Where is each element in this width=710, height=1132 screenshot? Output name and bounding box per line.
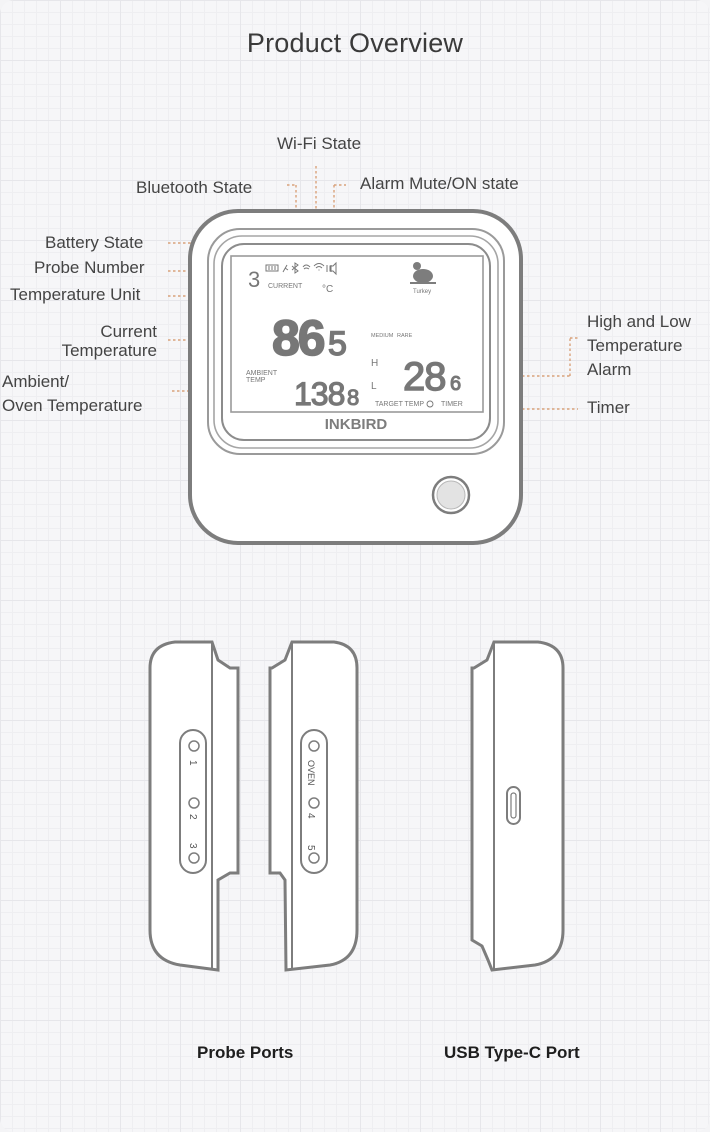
bluetooth-icon	[291, 262, 299, 274]
screen-bezel-inner	[221, 243, 491, 441]
wifi-icon	[313, 263, 325, 271]
lcd-current-label: CURRENT	[268, 283, 303, 290]
lcd-target-temp-decimal: 6	[450, 373, 461, 395]
usb-c-port-inner	[510, 792, 517, 819]
callout-battery-state: Battery State	[45, 233, 144, 252]
lcd-doneness-2: RARE	[397, 333, 413, 339]
port-label-1: 1	[187, 760, 198, 766]
callout-current-temp-line1: Current	[100, 322, 157, 341]
side-view-usb	[470, 640, 565, 972]
lcd-ambient-label-2: TEMP	[246, 377, 266, 384]
lcd-ambient-label-1: AMBIENT	[246, 370, 278, 377]
callout-bluetooth-state: Bluetooth State	[136, 178, 253, 197]
port-label-5: 5	[305, 845, 316, 851]
port-label-oven: OVEN	[306, 760, 316, 786]
usb-port-label: USB Type-C Port	[444, 1043, 580, 1062]
callout-current-temp-line2: Temperature	[61, 341, 157, 360]
probe-icon	[282, 264, 289, 273]
callout-timer: Timer	[587, 398, 630, 417]
port-3	[188, 852, 200, 864]
lcd-low-marker: L	[371, 381, 377, 392]
side-view-left: 1 2 3	[148, 640, 240, 972]
signal-icon	[302, 264, 311, 270]
lcd-doneness-1: MEDIUM	[371, 333, 394, 339]
lcd-unit: °C	[322, 284, 333, 295]
lcd-current-temp-decimal: 5	[328, 325, 347, 363]
port-1	[188, 740, 200, 752]
device-body	[188, 209, 523, 545]
lcd-current-temp: 86	[272, 310, 324, 366]
callout-alarm-line2: Temperature	[587, 336, 683, 355]
lcd-ambient-temp: 138	[294, 376, 345, 412]
turkey-icon	[410, 262, 436, 284]
power-button-face	[436, 480, 466, 510]
port-label-2: 2	[187, 814, 198, 820]
timer-icon	[426, 400, 434, 408]
lcd-frame	[230, 255, 484, 413]
probe-ports-label: Probe Ports	[197, 1043, 294, 1062]
speaker-icon	[329, 261, 337, 276]
page-title: Product Overview	[246, 28, 464, 58]
callout-alarm-line1: High and Low	[587, 312, 691, 331]
lcd-target-temp: 28	[403, 355, 446, 399]
lcd-food-label: Turkey	[413, 289, 431, 295]
callout-ambient-line2: Oven Temperature	[2, 396, 143, 415]
callout-probe-number: Probe Number	[34, 258, 145, 277]
callout-alarm-line3: Alarm	[587, 360, 632, 379]
port-oven	[308, 740, 320, 752]
front-device: 3 CURRENT °C Turkey 86 5 MEDIUM RARE H L…	[188, 209, 523, 545]
port-5	[308, 852, 320, 864]
callout-alarm-state: Alarm Mute/ON state	[360, 174, 519, 193]
screen-bezel-mid	[213, 235, 499, 449]
lcd-target-label: TARGET TEMP	[375, 401, 424, 408]
callout-wifi-state: Wi-Fi State	[277, 134, 362, 153]
lcd-timer-label: TIMER	[441, 401, 463, 408]
usb-c-port	[506, 786, 521, 825]
battery-icon	[265, 264, 279, 272]
port-label-3: 3	[187, 843, 198, 849]
lcd-probe-number: 3	[248, 267, 260, 292]
brand-logo: INKBIRD	[325, 416, 388, 433]
status-icons	[265, 261, 337, 276]
port-label-4: 4	[305, 813, 316, 819]
lcd-ambient-temp-decimal: 8	[347, 385, 359, 410]
lcd-high-marker: H	[371, 358, 378, 369]
callout-temperature-unit: Temperature Unit	[10, 285, 141, 304]
callout-ambient-line1: Ambient/	[2, 372, 70, 391]
side-view-middle: OVEN 4 5	[268, 640, 359, 972]
port-2	[188, 797, 200, 809]
screen-bezel-outer	[207, 228, 505, 455]
port-4	[308, 797, 320, 809]
